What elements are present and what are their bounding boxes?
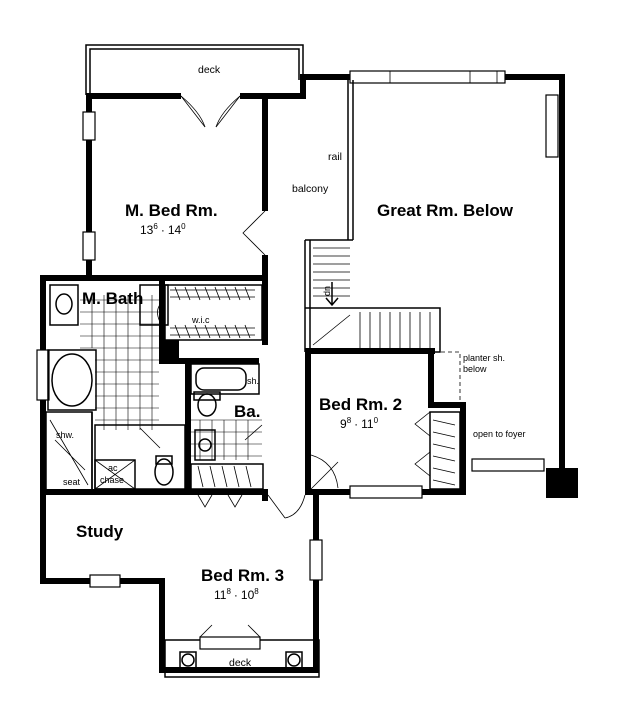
planter-label-1: planter sh.	[463, 353, 505, 363]
stair-dn-label: dn	[322, 286, 332, 296]
wic-label: w.i.c	[191, 315, 210, 325]
master-shower	[45, 411, 93, 491]
planter	[434, 351, 461, 402]
master-bed-door[interactable]	[242, 210, 266, 256]
master-bath-label: M. Bath	[82, 289, 143, 308]
hall-closets	[190, 463, 264, 508]
shower-bath-label: sh.	[247, 376, 259, 386]
great-room-label: Great Rm. Below	[377, 201, 514, 220]
study-bed3-walls	[40, 489, 323, 673]
master-bed-dim: 136·140	[140, 222, 186, 237]
master-bath-walls	[36, 275, 268, 495]
bed2-label: Bed Rm. 2	[319, 395, 402, 414]
master-shower-label: shw.	[56, 430, 74, 440]
bottom-deck	[164, 624, 320, 678]
master-wc	[94, 424, 186, 490]
bed2-door[interactable]	[310, 454, 339, 490]
bed3-door[interactable]	[267, 494, 306, 519]
top-deck	[85, 44, 304, 95]
seat-label: seat	[63, 477, 81, 487]
open-to-foyer-label: open to foyer	[473, 429, 526, 439]
great-room-walls	[300, 70, 578, 498]
master-bed-walls	[82, 74, 306, 345]
bed3-dim: 118·108	[214, 587, 259, 602]
deck-french-doors[interactable]	[180, 95, 241, 128]
ac-label: ac	[108, 463, 118, 473]
master-bed-label: M. Bed Rm.	[125, 201, 218, 220]
hall-bath	[190, 363, 263, 461]
deck-bottom-label: deck	[229, 657, 252, 669]
master-bath-tiles	[80, 295, 159, 430]
master-vanity	[49, 284, 169, 326]
planter-label-2: below	[463, 364, 487, 374]
master-tub	[47, 349, 97, 411]
rail-label: rail	[328, 151, 342, 163]
bath-label: Ba.	[234, 402, 260, 421]
deck-top-label: deck	[198, 64, 221, 76]
bed3-label: Bed Rm. 3	[201, 566, 284, 585]
study-label: Study	[76, 522, 124, 541]
chase-label: chase	[100, 475, 124, 485]
bed2-walls	[305, 348, 545, 499]
bed2-dim: 98·110	[340, 416, 379, 431]
bed2-closet	[414, 411, 461, 490]
walk-in-closet	[157, 284, 263, 341]
balcony-label: balcony	[292, 183, 329, 195]
